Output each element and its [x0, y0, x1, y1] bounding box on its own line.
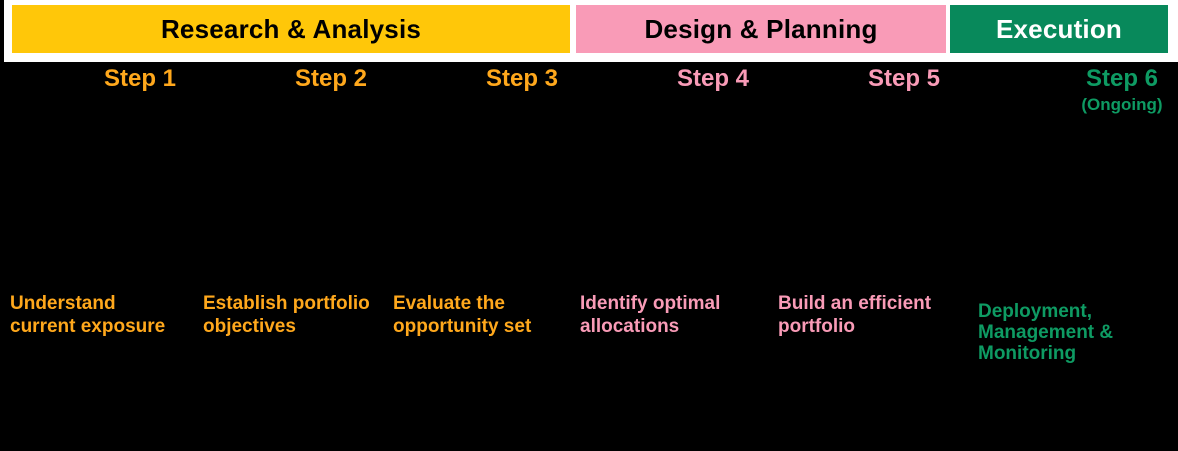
description-deployment-monitoring: Deployment, Management & Monitoring — [978, 301, 1114, 364]
phase-label: Research & Analysis — [160, 13, 422, 44]
phase-banner: Research & Analysis Design & Planning Ex… — [4, 0, 1178, 62]
step-5-label: Step 5 — [867, 65, 941, 92]
description-understand-exposure: Understand current exposure — [10, 293, 166, 337]
step-6-label: Step 6 (Ongoing) — [1081, 65, 1162, 115]
phase-execution: Execution — [950, 5, 1168, 53]
step-3-label: Step 3 — [485, 65, 559, 92]
phase-research-analysis: Research & Analysis — [12, 5, 570, 53]
description-evaluate-opportunity: Evaluate the opportunity set — [393, 293, 532, 337]
phase-label: Design & Planning — [644, 13, 878, 44]
step-1-label: Step 1 — [103, 65, 177, 92]
step-2-label: Step 2 — [294, 65, 368, 92]
description-build-portfolio: Build an efficient portfolio — [778, 293, 932, 337]
phase-label: Execution — [995, 13, 1123, 44]
step-6-title: Step 6 — [1085, 65, 1159, 92]
phase-design-planning: Design & Planning — [576, 5, 946, 53]
step-4-label: Step 4 — [676, 65, 750, 92]
step-6-ongoing-label: (Ongoing) — [1081, 95, 1163, 114]
description-establish-objectives: Establish portfolio objectives — [203, 293, 370, 337]
description-identify-allocations: Identify optimal allocations — [580, 293, 721, 337]
